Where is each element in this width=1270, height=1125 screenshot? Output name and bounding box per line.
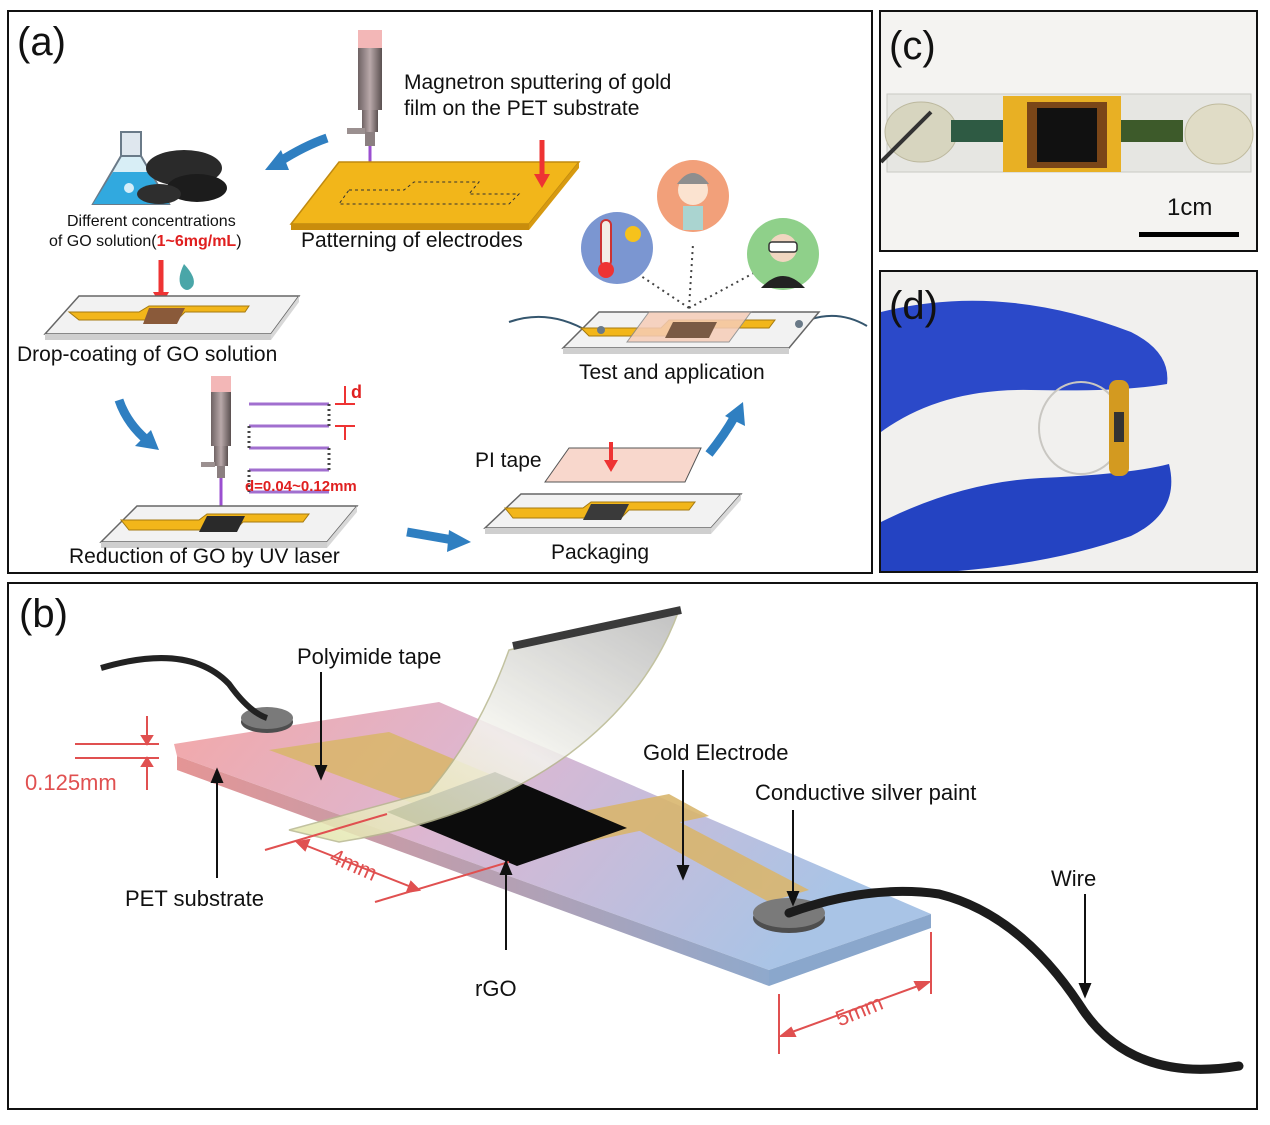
pet-substrate-label: PET substrate (125, 886, 264, 911)
laser-scan-paths (247, 402, 331, 494)
patterning-label: Patterning of electrodes (301, 229, 523, 252)
test-substrate (508, 311, 868, 354)
width-4mm-dimension (264, 813, 510, 903)
silver-paint-label: Conductive silver paint (755, 780, 977, 805)
sensor-photo-c (881, 12, 1256, 250)
go-solution-prefix: of GO solution( (49, 233, 157, 250)
thickness-dimension (75, 716, 159, 790)
panel-d-label: (d) (889, 284, 938, 328)
drop-coating-label: Drop-coating of GO solution (17, 343, 278, 366)
wire-right (784, 886, 1244, 1074)
pi-tape-label: PI tape (475, 449, 542, 472)
wire-label: Wire (1051, 866, 1097, 891)
panel-a-artwork (43, 30, 868, 552)
sputtering-label-line2: film on the PET substrate (404, 97, 640, 120)
pi-tape (544, 442, 702, 483)
flow-arrow-3 (406, 527, 471, 552)
reduction-substrate (99, 505, 359, 548)
panel-b-label: (b) (19, 592, 68, 636)
width-5mm-dimension (778, 932, 932, 1054)
rgo-label: rGO (475, 976, 517, 1001)
go-solution-suffix: ) (236, 233, 242, 250)
panel-c: (c) 1cm (879, 10, 1258, 252)
drop-coating-substrate (43, 295, 301, 340)
go-powder-icon (137, 150, 227, 204)
polyimide-tape (288, 606, 682, 843)
panel-d: (d) (879, 270, 1258, 573)
gold-substrate (289, 140, 581, 230)
flow-arrow-4 (705, 402, 745, 457)
polyimide-tape-label: Polyimide tape (297, 644, 442, 669)
uv-laser-head (201, 376, 231, 508)
go-solution-label-line1: Different concentrations (67, 213, 236, 230)
panel-b: (b) Polyimide tape 0.125mm Gold Electrod… (7, 582, 1258, 1110)
flow-arrow-1 (265, 133, 329, 170)
go-solution-label-line2: of GO solution(1~6mg/mL) (49, 232, 242, 252)
packaging-substrate (483, 493, 743, 534)
spacing-range: d=0.04~0.12mm (245, 478, 357, 495)
flow-arrow-2 (114, 398, 159, 450)
vr-user-icon (747, 218, 819, 290)
panel-c-label: (c) (889, 24, 936, 68)
spacing-d-symbol: d (351, 382, 362, 402)
callout-arrows (210, 672, 1092, 999)
bending-photo-d (881, 272, 1256, 571)
silver-paint-left (241, 707, 293, 733)
go-concentration: 1~6mg/mL (156, 233, 237, 250)
breathing-icon (657, 160, 729, 232)
panel-b-artwork (75, 606, 1244, 1074)
gold-electrode-label: Gold Electrode (643, 740, 789, 765)
thickness-label: 0.125mm (25, 770, 117, 795)
sputtering-label-line1: Magnetron sputtering of gold (404, 71, 672, 94)
reduction-label: Reduction of GO by UV laser (69, 545, 340, 568)
sputter-head (347, 30, 382, 172)
wire-left (100, 655, 269, 721)
scale-bar-label: 1cm (1167, 194, 1213, 221)
panel-a: (a) Magnetron sputtering of gold film on… (7, 10, 873, 574)
panel-a-label: (a) (17, 20, 66, 64)
test-application-label: Test and application (579, 361, 765, 384)
packaging-label: Packaging (551, 541, 650, 564)
spacing-marker (335, 386, 355, 440)
temperature-icon (581, 212, 653, 284)
